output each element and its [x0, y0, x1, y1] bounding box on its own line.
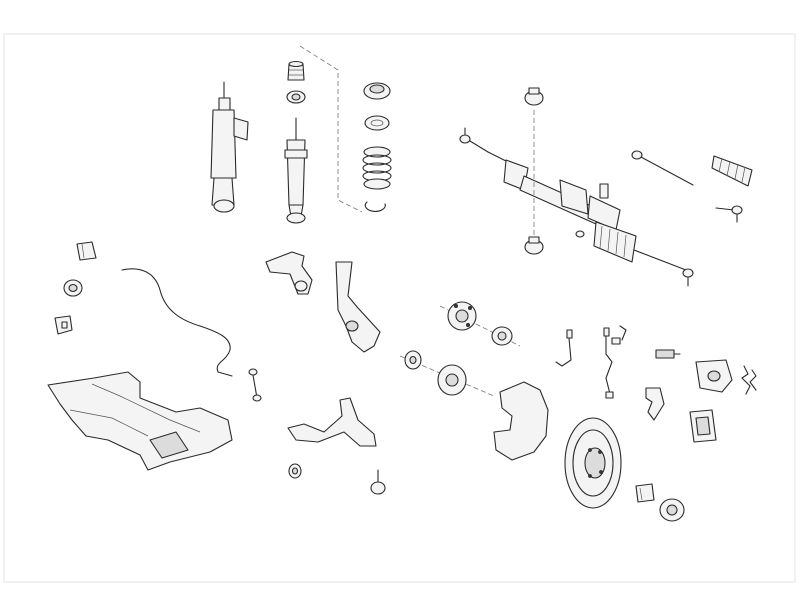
rack-mount-bottom — [524, 236, 544, 255]
upper-control-arm — [265, 251, 313, 295]
brake-disc — [564, 417, 622, 509]
brake-hose — [555, 329, 573, 367]
steering-boot — [711, 155, 753, 187]
diagram-frame — [3, 33, 796, 583]
abs-sensor — [603, 327, 621, 399]
inner-tie-rod — [631, 150, 694, 186]
tie-rod-end-left — [459, 127, 489, 153]
dust-cap — [659, 498, 685, 522]
brake-caliper — [695, 359, 733, 393]
wheel-bearing-upper — [491, 326, 513, 346]
coil-spring — [362, 146, 392, 190]
caliper-guide — [645, 387, 665, 421]
wheel-hub-upper — [447, 301, 477, 331]
stabilizer-link — [248, 368, 262, 402]
wheel-hub-lower — [437, 364, 467, 396]
steering-knuckle — [335, 261, 381, 353]
subframe — [47, 371, 233, 471]
tie-rod-end-right — [682, 268, 694, 287]
spring-seat-top — [363, 82, 391, 100]
brake-pads — [689, 409, 717, 443]
strut-left — [210, 81, 249, 213]
arm-bushing — [288, 463, 302, 479]
pad-clips — [741, 365, 757, 395]
wear-sensor — [655, 349, 681, 359]
spring-seat-bearing — [364, 115, 390, 131]
tie-rod-end-right-upper — [715, 205, 743, 223]
rack-mount-top — [524, 87, 544, 106]
steering-rack — [487, 151, 687, 271]
stabilizer-bar — [121, 268, 233, 377]
strut-mount-bearing — [286, 90, 306, 104]
wear-sensor-lead — [619, 325, 627, 341]
strut-mount-top — [287, 60, 305, 81]
stabilizer-bushing — [63, 279, 83, 297]
spring-seat-bottom — [364, 201, 386, 212]
assembly-guide-line — [299, 45, 363, 213]
caliper-guide-bushing — [635, 483, 655, 503]
stabilizer-bushing-bracket — [76, 241, 97, 261]
shock-absorber — [284, 117, 308, 224]
bushing-clamp — [54, 315, 73, 335]
brake-dust-shield — [493, 381, 549, 461]
ball-joint — [370, 469, 386, 495]
wheel-bearing-lower — [404, 350, 422, 370]
lower-control-arm — [287, 397, 377, 447]
